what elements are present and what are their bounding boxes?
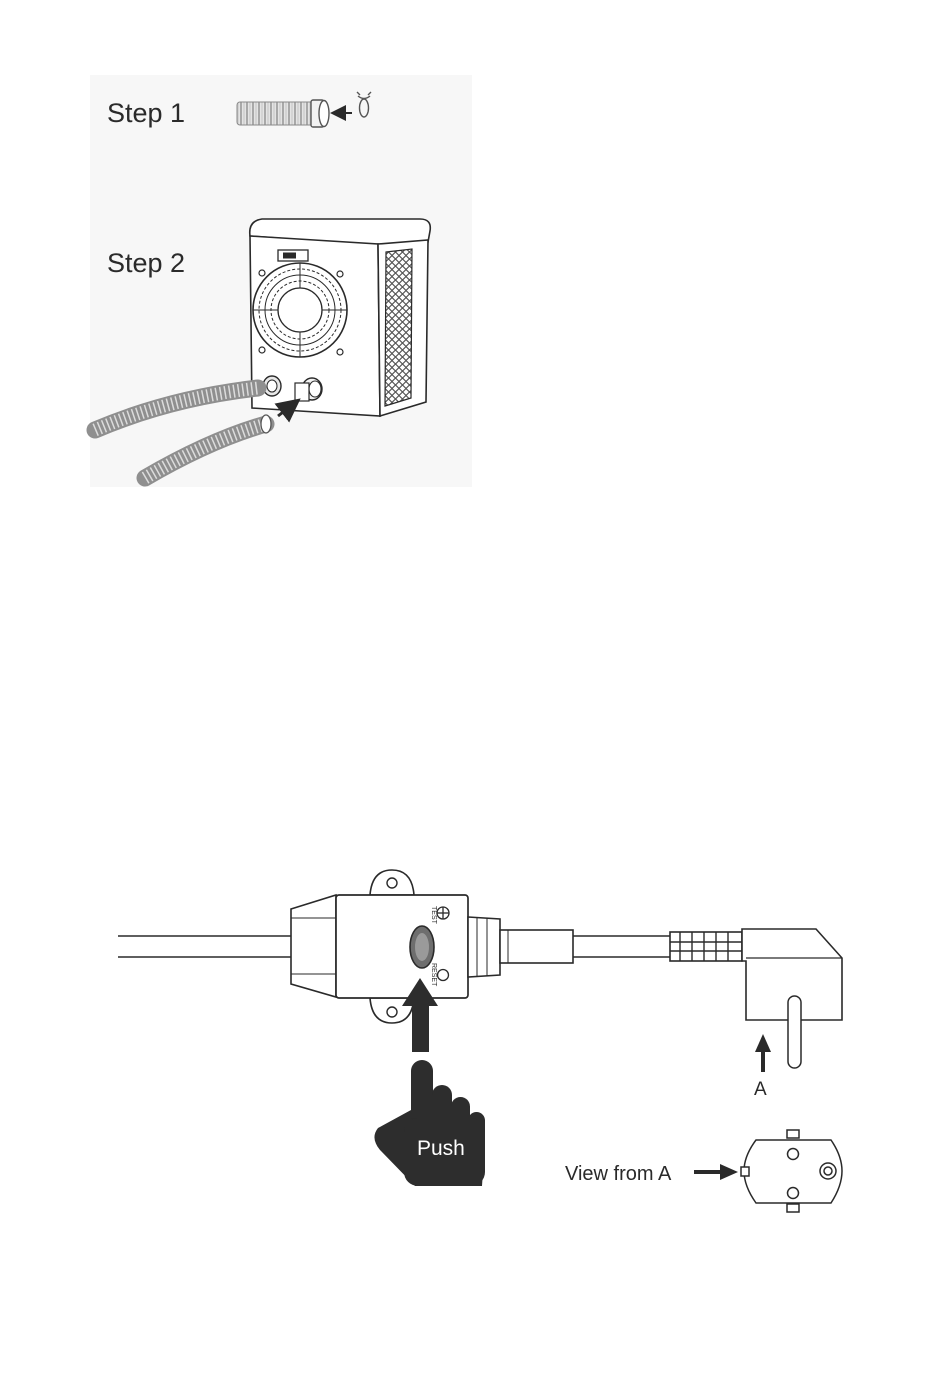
pushing-hand-icon <box>374 1060 485 1186</box>
inlet-hose <box>95 388 258 430</box>
outlet-hose-end <box>261 415 271 433</box>
plug-grip <box>670 932 742 961</box>
left-cable-collar <box>291 895 336 997</box>
hose-clamp-icon <box>357 92 371 117</box>
step1-hose-illustration <box>237 92 371 127</box>
fan-guard <box>253 263 347 357</box>
view-from-a-label: View from A <box>565 1163 672 1185</box>
indicator-light-icon <box>438 970 449 981</box>
prcd-plug-diagram: TEST RESET A <box>118 870 842 1212</box>
hose-opening <box>319 101 329 127</box>
step2-label: Step 2 <box>107 248 185 279</box>
plug-pin <box>788 996 801 1068</box>
push-arrow-shaft <box>412 1004 429 1052</box>
control-display-screen <box>283 253 296 259</box>
earth-symbol-icon <box>437 907 449 919</box>
view-a-label: A <box>754 1079 767 1100</box>
step1-label: Step 1 <box>107 98 185 129</box>
hose-segment <box>237 102 315 125</box>
right-cable-collar <box>468 917 500 977</box>
test-label: TEST <box>430 906 437 925</box>
reset-label: RESET <box>430 963 437 987</box>
side-grille <box>385 249 412 406</box>
push-label: Push <box>417 1137 465 1160</box>
plug-face-view <box>741 1130 842 1212</box>
